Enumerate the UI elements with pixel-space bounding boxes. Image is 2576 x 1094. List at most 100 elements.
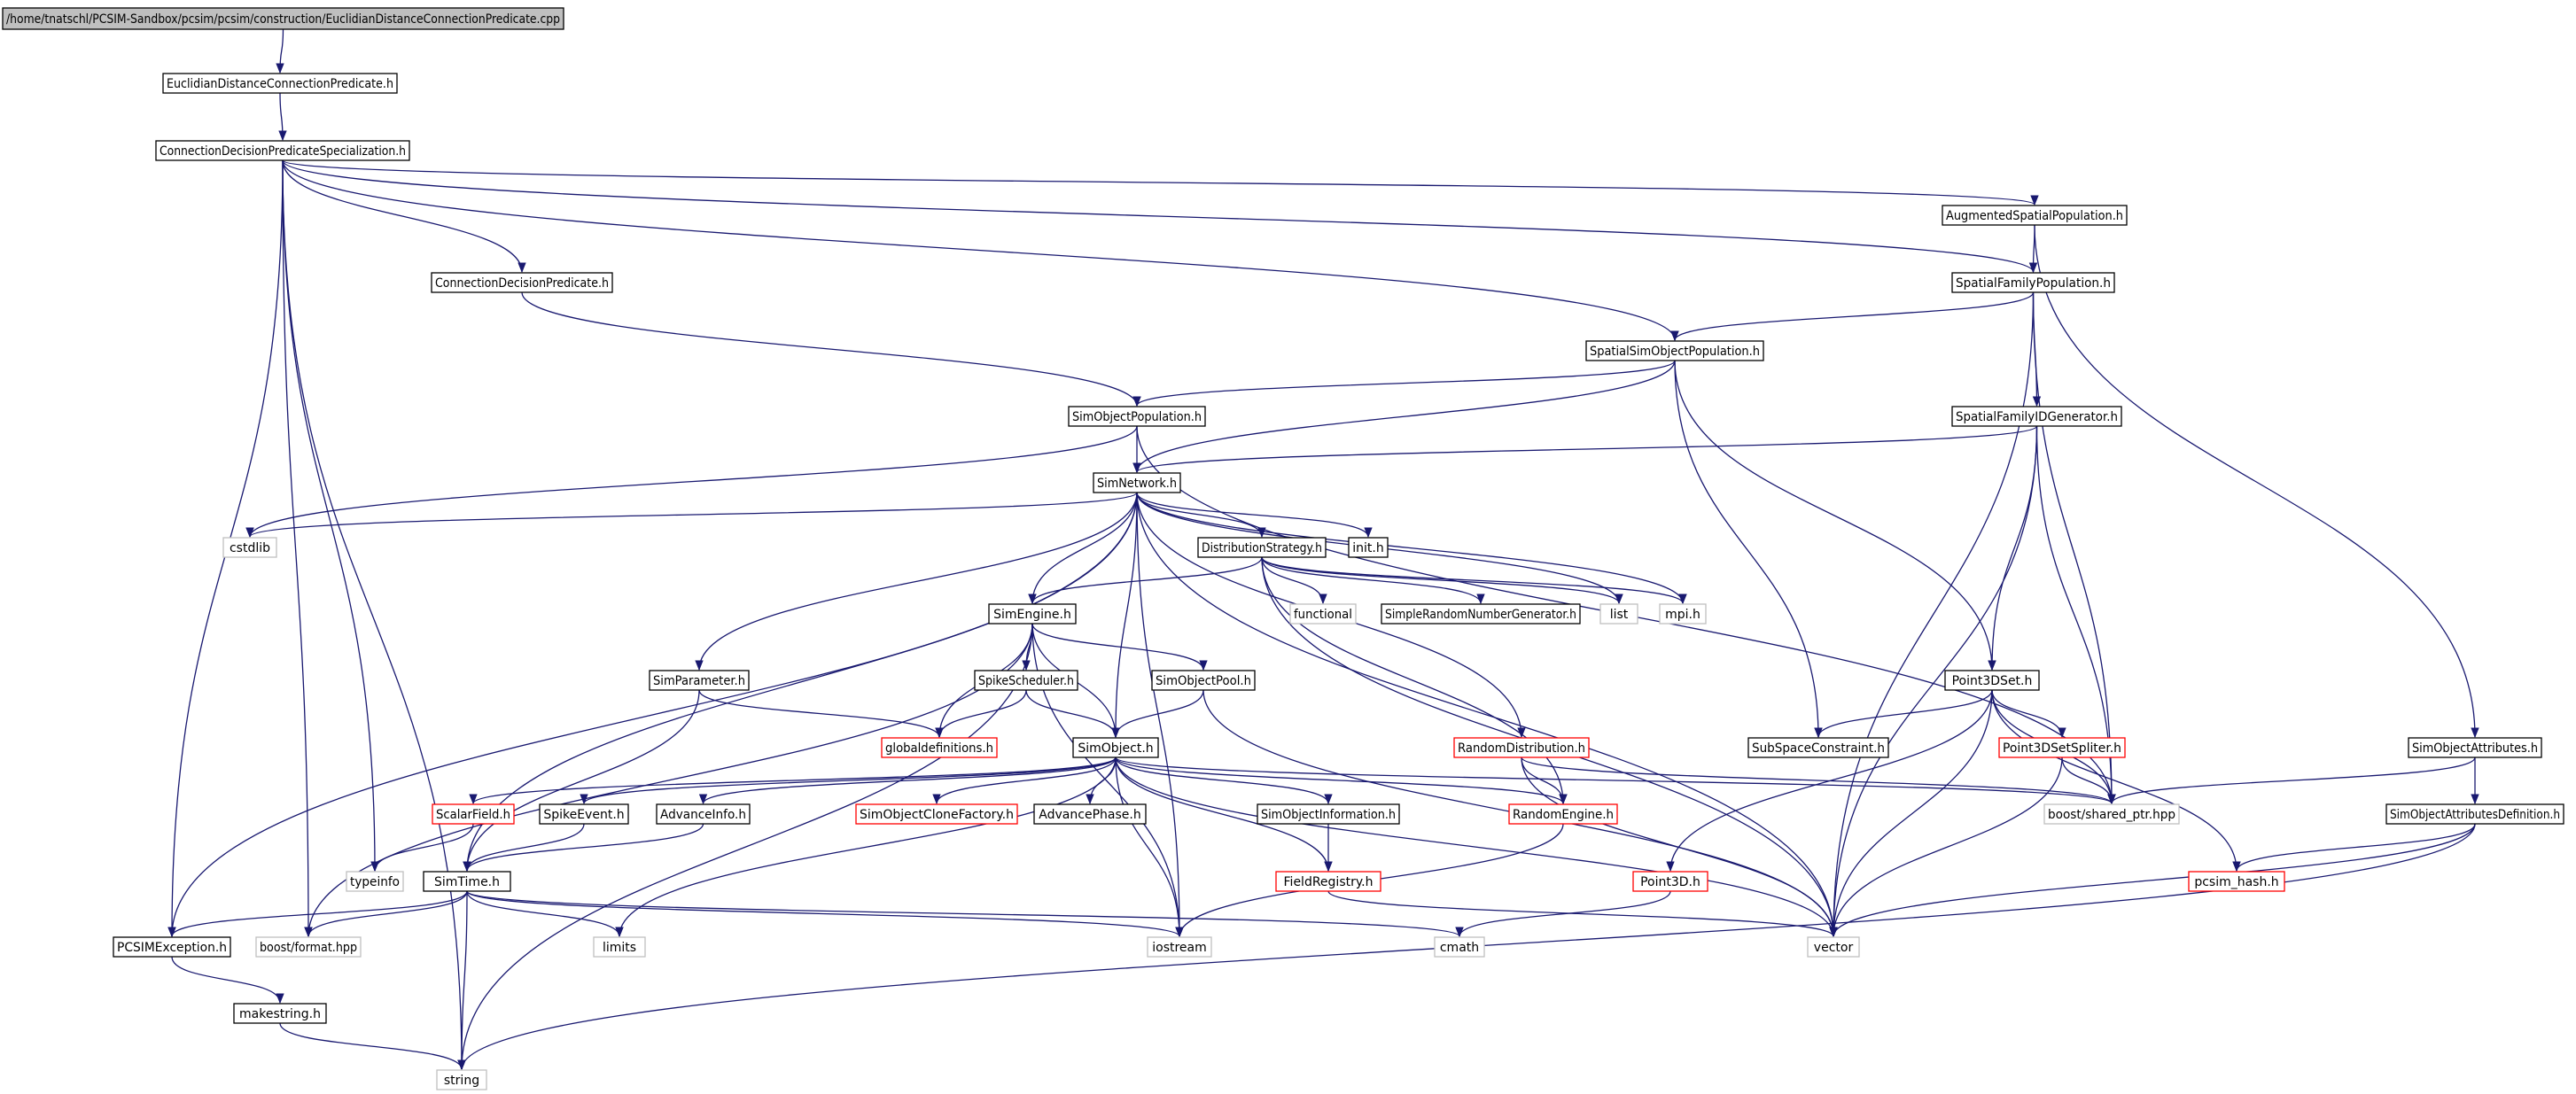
node-list[interactable]: list [1599,603,1638,625]
node-box [1508,803,1618,825]
node-label: SpatialFamilyPopulation.h [1956,276,2111,291]
node-label: Point3DSetSpliter.h [2003,741,2121,756]
node-advanceinfo-h[interactable]: AdvanceInfo.h [656,803,751,825]
node-simobjectpool-h[interactable]: SimObjectPool.h [1151,670,1256,691]
node-boost-format-hpp[interactable]: boost/format.hpp [255,936,362,958]
node-spatialfamilyidgenerator-h[interactable]: SpatialFamilyIDGenerator.h [1951,406,2122,427]
node-boost-shared-ptr-hpp[interactable]: boost/shared_ptr.hpp [2043,803,2180,825]
node-simobject-h[interactable]: SimObject.h [1072,737,1159,758]
node-connectiondecisionpredicate-h[interactable]: ConnectionDecisionPredicate.h [431,272,613,293]
node-label: SimEngine.h [993,608,1071,622]
node-box [656,803,751,825]
edge-diststrat-to-functional [1261,556,1327,605]
node-spikescheduler-h[interactable]: SpikeScheduler.h [974,670,1078,691]
node-pcsim-hash-h[interactable]: pcsim_hash.h [2188,871,2285,892]
node-simobjectinformation-h[interactable]: SimObjectInformation.h [1257,803,1400,825]
node-label: SimNetwork.h [1097,477,1177,491]
node-connectiondecisionpredicatespecialization-h[interactable]: ConnectionDecisionPredicateSpecializatio… [155,140,410,161]
node-point3dset-h[interactable]: Point3DSet.h [1944,670,2040,691]
edge-ssop-to-subspace [1674,360,1823,739]
edge-sfidg-to-simnet [1132,425,2038,474]
edge-simnet-to-pcsimexc [167,492,1138,938]
node-distributionstrategy-h[interactable]: DistributionStrategy.h [1197,537,1327,558]
node-init-h[interactable]: init.h [1348,537,1389,558]
edge-root-to-edcp [276,28,284,74]
node-randomengine-h[interactable]: RandomEngine.h [1508,803,1618,825]
edge-makestring-to-string [279,1022,466,1071]
node-simobjectclonefactory-h[interactable]: SimObjectCloneFactory.h [855,803,1018,825]
node-box [233,1003,327,1024]
node-box [1068,406,1206,427]
node-label: cmath [1440,941,1479,955]
node-box [1151,670,1256,691]
node-makestring-h[interactable]: makestring.h [233,1003,327,1024]
node-iostream[interactable]: iostream [1147,936,1212,958]
node-subspaceconstraint-h[interactable]: SubSpaceConstraint.h [1747,737,1889,758]
node-box [1197,537,1327,558]
node-limits[interactable]: limits [593,936,646,958]
node-mpi-h[interactable]: mpi.h [1659,603,1707,625]
node-spikeevent-h[interactable]: SpikeEvent.h [539,803,629,825]
node-box [539,803,629,825]
edge-simobject-to-sharedptr [1115,756,2116,805]
node-simobjectattributes-h[interactable]: SimObjectAttributes.h [2408,737,2542,758]
node-fieldregistry-h[interactable]: FieldRegistry.h [1275,871,1381,892]
node-simnetwork-h[interactable]: SimNetwork.h [1093,472,1181,493]
node-point3dsetspliter-h[interactable]: Point3DSetSpliter.h [1998,737,2126,758]
edge-randdist-to-sharedptr [1521,756,2116,805]
node-cmath[interactable]: cmath [1434,936,1485,958]
edge-soattrdef-to-vector [1829,823,2476,938]
node-label: pcsim_hash.h [2194,875,2278,889]
node-pcsimexception-h[interactable]: PCSIMException.h [113,936,231,958]
node-label: makestring.h [239,1007,321,1021]
node-label: mpi.h [1665,608,1700,622]
node-box [1072,737,1159,758]
edge-simnet-to-mpi [1136,492,1687,605]
node-augmentedspatialpopulation-h[interactable]: AugmentedSpatialPopulation.h [1942,205,2128,226]
edge-simnet-to-simengine [1028,492,1138,605]
node-label: SimObjectInformation.h [1261,808,1396,822]
node-simengine-h[interactable]: SimEngine.h [988,603,1077,625]
node-label: SimObjectAttributesDefinition.h [2390,808,2560,822]
node-simobjectattributesdefinition-h[interactable]: SimObjectAttributesDefinition.h [2385,803,2564,825]
node-simplerandomnumbergenerator-h[interactable]: SimpleRandomNumberGenerator.h [1381,603,1581,625]
node-string[interactable]: string [436,1069,487,1090]
node-box [436,1069,487,1090]
node-box [1381,603,1581,625]
node-simparameter-h[interactable]: SimParameter.h [649,670,750,691]
node-box [1632,871,1708,892]
node-simobjectpopulation-h[interactable]: SimObjectPopulation.h [1068,406,1206,427]
node-home-tnatschl-pcsim-sandbox-pcsim-pcsim-construction-euclidiandistanceconnectionpredicate-cpp[interactable]: /home/tnatschl/PCSIM-Sandbox/pcsim/pcsim… [2,7,564,30]
node-label: ConnectionDecisionPredicate.h [435,276,609,291]
node-functional[interactable]: functional [1289,603,1357,625]
node-cstdlib[interactable]: cstdlib [222,537,277,558]
edge-spikesched-to-simobject [1025,689,1120,739]
node-randomdistribution-h[interactable]: RandomDistribution.h [1453,737,1590,758]
node-simtime-h[interactable]: SimTime.h [423,871,511,892]
node-point3d-h[interactable]: Point3D.h [1632,871,1708,892]
node-box [346,871,404,892]
node-box [1147,936,1212,958]
node-box [162,73,398,94]
edge-simnet-to-simobject [1111,492,1138,739]
node-globaldefinitions-h[interactable]: globaldefinitions.h [881,737,998,758]
node-label: SpatialSimObjectPopulation.h [1590,345,1760,359]
node-spatialfamilypopulation-h[interactable]: SpatialFamilyPopulation.h [1951,272,2115,293]
node-label: list [1610,608,1629,622]
node-vector[interactable]: vector [1807,936,1860,958]
node-spatialsimobjectpopulation-h[interactable]: SpatialSimObjectPopulation.h [1585,340,1764,361]
edge-diststrat-to-randengine [1261,556,1568,805]
edge-simtime-to-pcsimexc [167,890,468,938]
node-euclidiandistanceconnectionpredicate-h[interactable]: EuclidianDistanceConnectionPredicate.h [162,73,398,94]
node-typeinfo[interactable]: typeinfo [346,871,404,892]
node-label: /home/tnatschl/PCSIM-Sandbox/pcsim/pcsim… [6,12,560,27]
node-label: ConnectionDecisionPredicateSpecializatio… [160,144,406,159]
node-label: RandomEngine.h [1513,808,1614,822]
node-scalarfield-h[interactable]: ScalarField.h [432,803,515,825]
edge-randdist-to-vector [1521,756,1838,938]
edge-spikeevent-to-simtime [463,823,585,873]
edge-sfp-to-vector [1829,291,2035,938]
node-label: SimObjectCloneFactory.h [860,808,1014,822]
node-advancephase-h[interactable]: AdvancePhase.h [1033,803,1147,825]
